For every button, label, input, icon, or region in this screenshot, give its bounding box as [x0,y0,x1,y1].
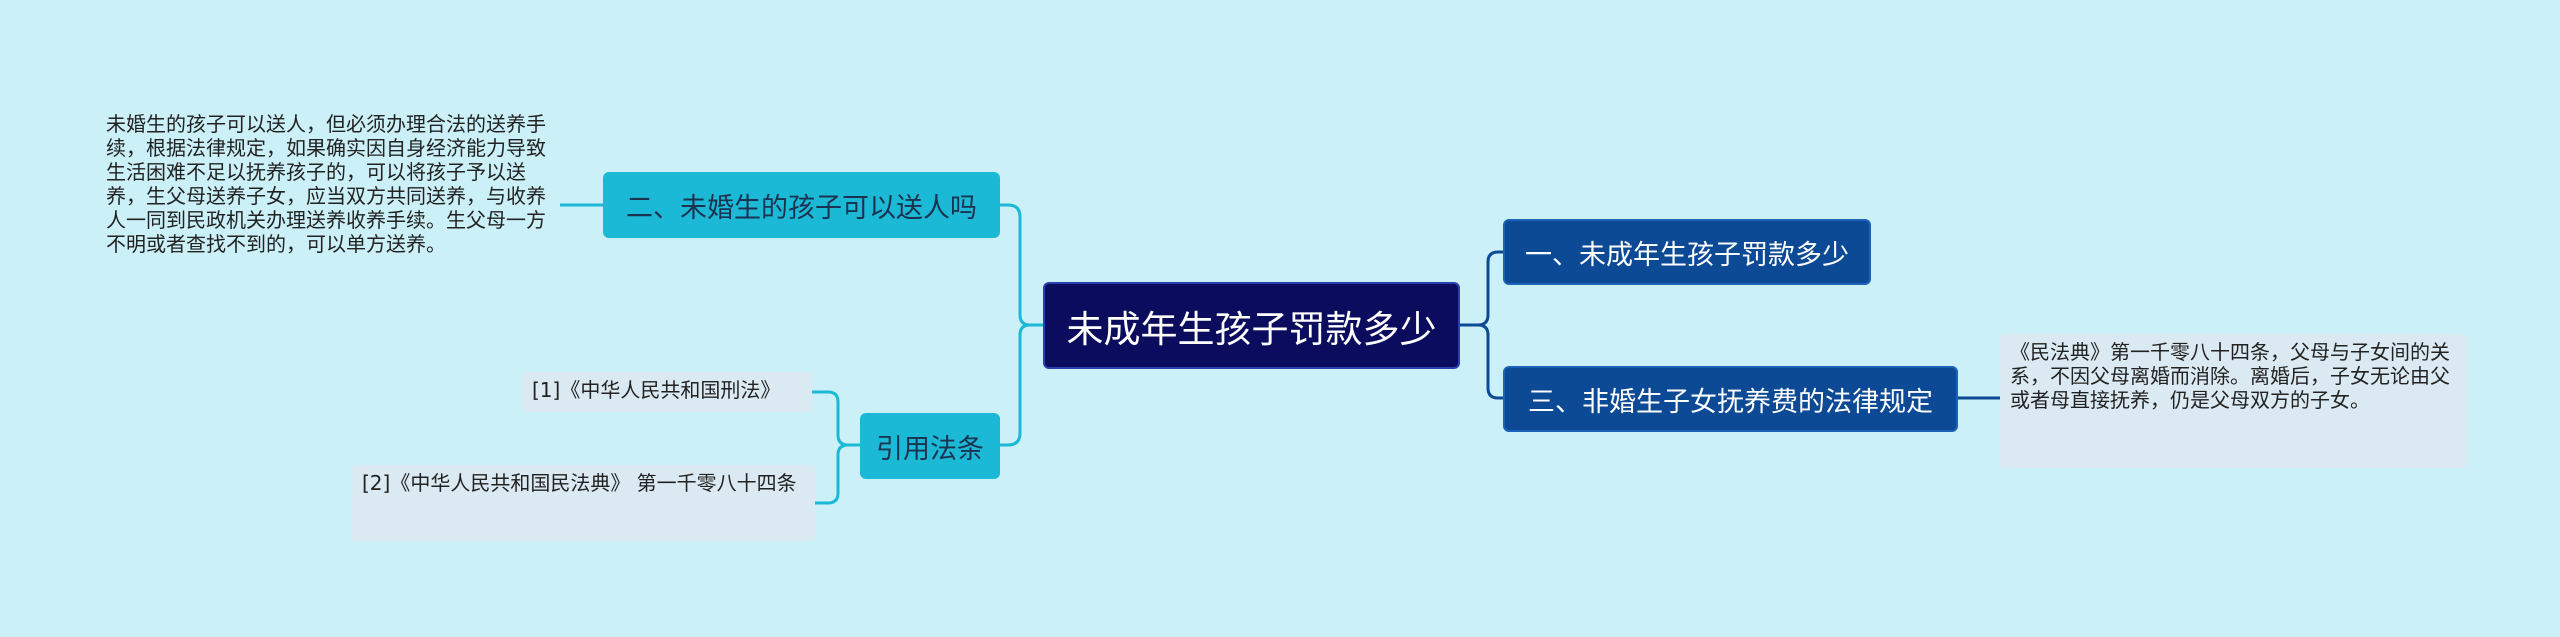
link-root-to-topic3 [1460,323,1505,400]
ref-civil-code[interactable]: [2]《中华人民共和国民法典》 第一千零八十四条 [352,465,815,541]
note-civil-code[interactable]: 《民法典》第一千零八十四条，父母与子女间的关系，不因父母离婚而消除。离婚后，子女… [2000,334,2466,468]
link-root-to-topic1 [1460,250,1505,327]
topic-cited-laws[interactable]: 引用法条 [860,413,1000,479]
topic-child-support-law-label: 三、非婚生子女抚养费的法律规定 [1528,386,1933,418]
topic-fine-amount-label: 一、未成年生孩子罚款多少 [1525,239,1849,271]
note-adoption[interactable]: 未婚生的孩子可以送人，但必须办理合法的送养手续，根据法律规定，如果确实因自身经济… [96,106,560,314]
note-adoption-text: 未婚生的孩子可以送人，但必须办理合法的送养手续，根据法律规定，如果确实因自身经济… [106,112,546,256]
topic-cited-laws-label: 引用法条 [876,433,984,465]
topic-fine-amount[interactable]: 一、未成年生孩子罚款多少 [1503,219,1871,285]
root-topic[interactable]: 未成年生孩子罚款多少 [1043,282,1460,369]
note-civil-code-text: 《民法典》第一千零八十四条，父母与子女间的关系，不因父母离婚而消除。离婚后，子女… [2010,340,2450,412]
ref-criminal-law[interactable]: [1]《中华人民共和国刑法》 [522,372,812,412]
link-refs-to-ref2 [815,443,860,505]
topic-child-support-law[interactable]: 三、非婚生子女抚养费的法律规定 [1503,366,1958,432]
ref-civil-code-text: [2]《中华人民共和国民法典》 第一千零八十四条 [362,471,797,495]
topic-adoption[interactable]: 二、未婚生的孩子可以送人吗 [603,172,1000,238]
link-root-to-refs [1000,323,1043,447]
link-root-to-topic2 [1000,203,1043,327]
link-refs-to-ref1 [812,390,860,447]
ref-criminal-law-text: [1]《中华人民共和国刑法》 [532,378,781,402]
root-topic-label: 未成年生孩子罚款多少 [1066,307,1437,351]
topic-adoption-label: 二、未婚生的孩子可以送人吗 [626,192,977,224]
